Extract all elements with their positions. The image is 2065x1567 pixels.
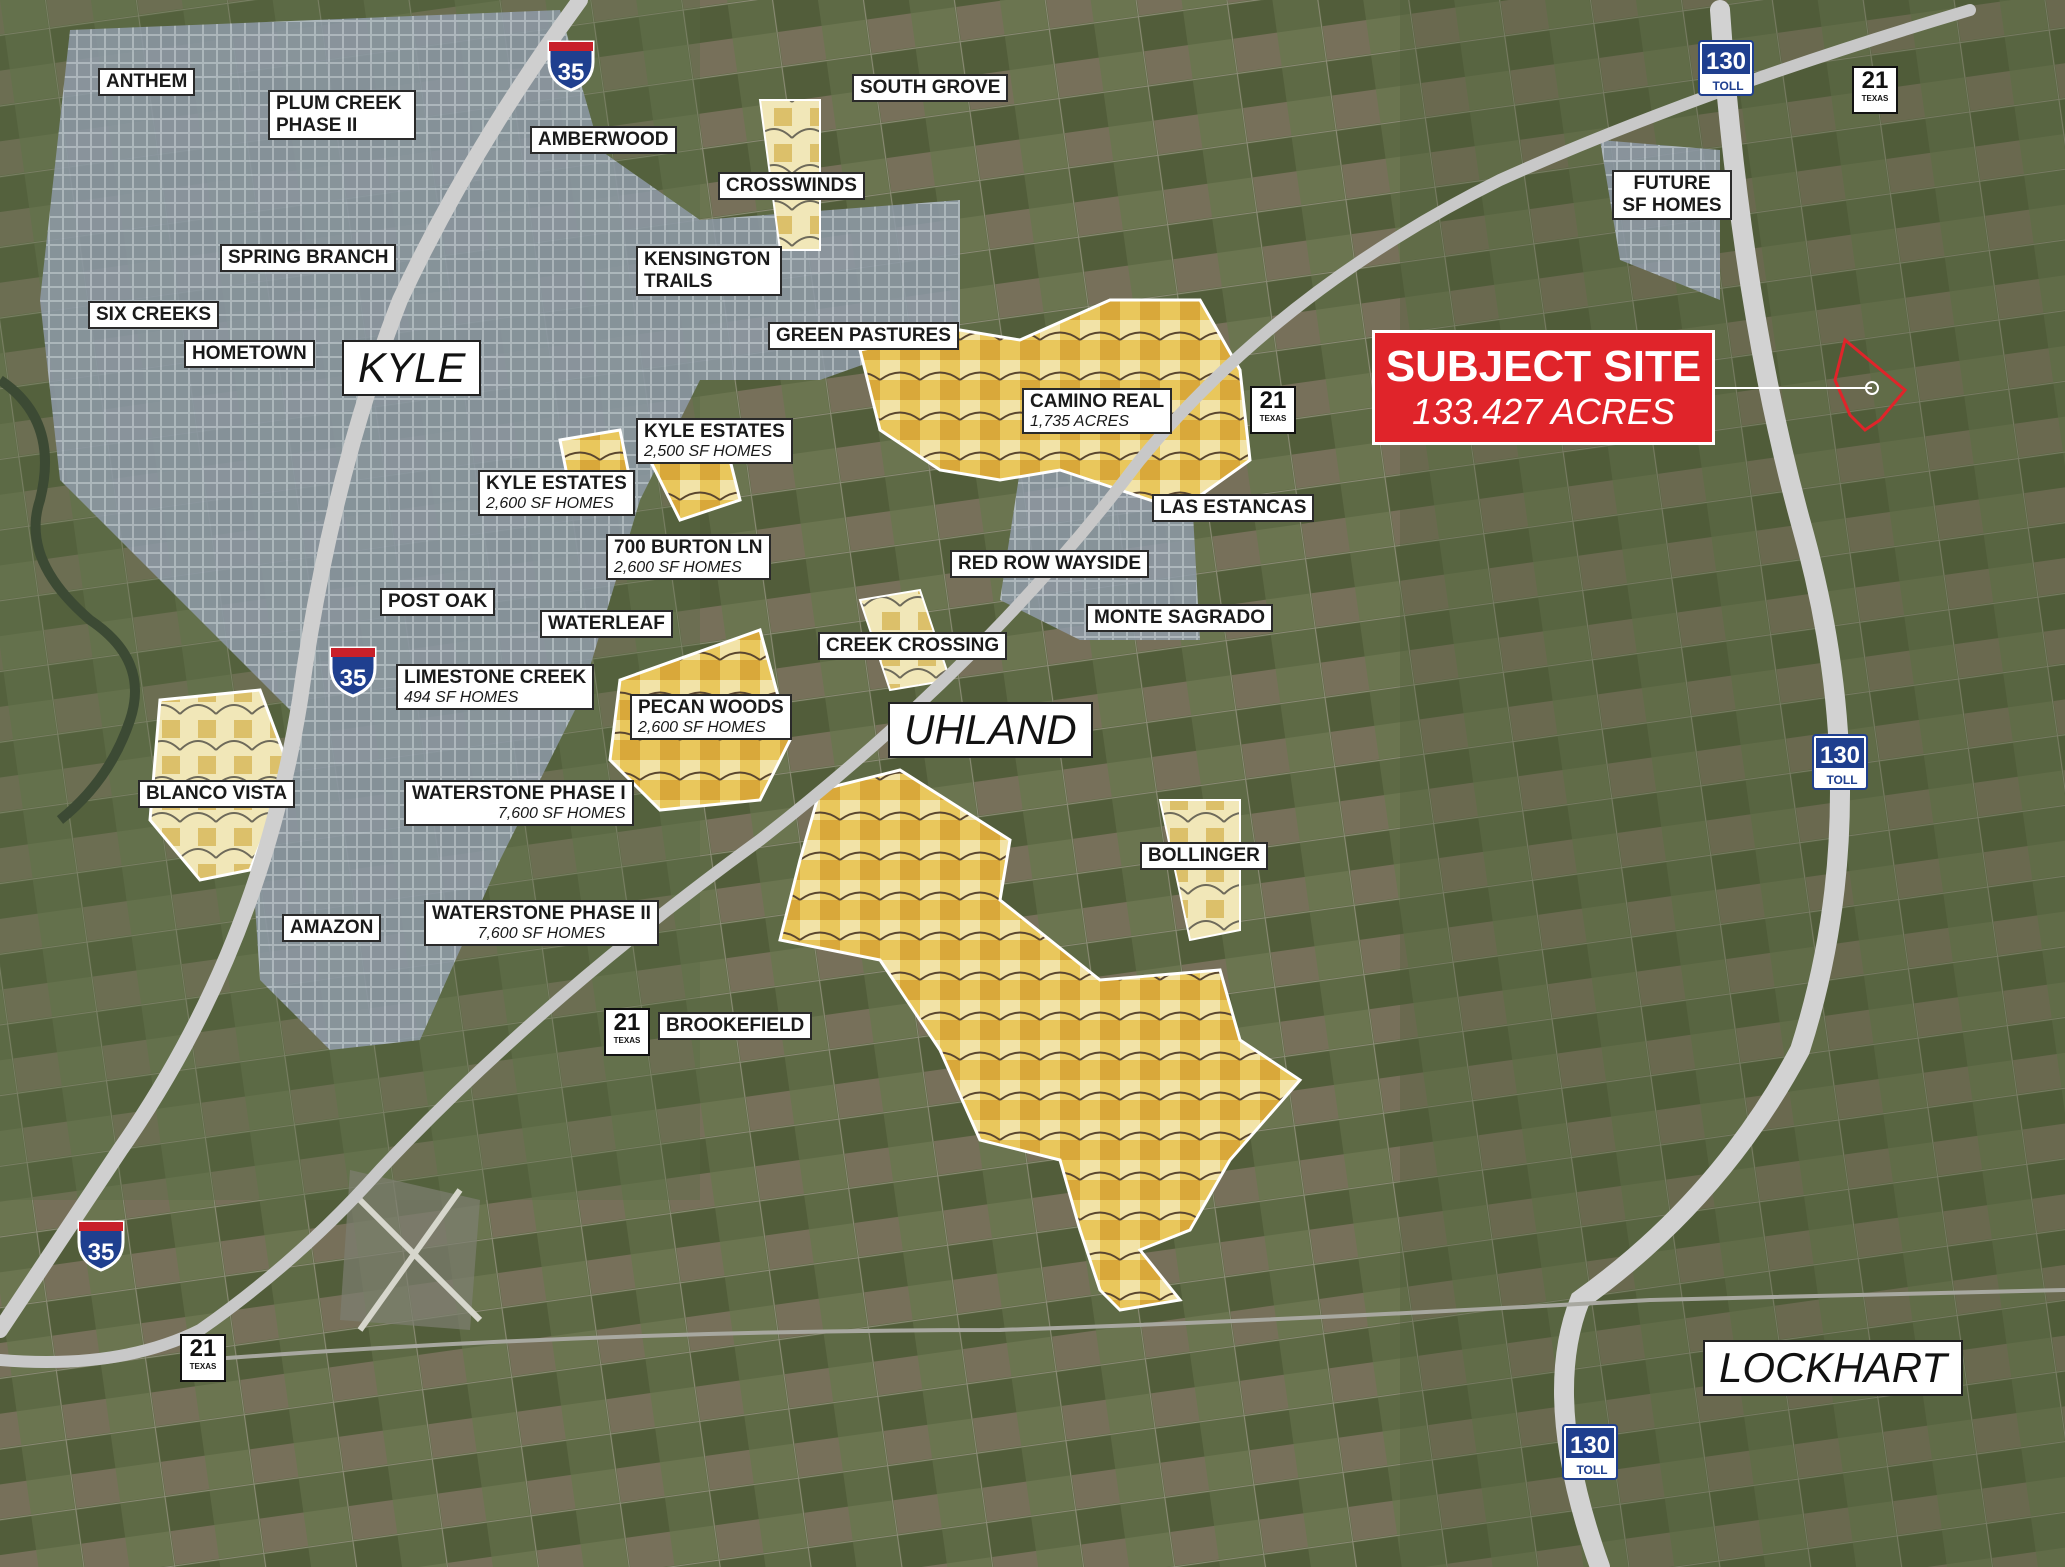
label-700-burton-ln-name: 700 BURTON LN (614, 537, 763, 558)
label-waterleaf: WATERLEAF (540, 610, 673, 638)
label-green-pastures: GREEN PASTURES (768, 322, 959, 350)
toll-label: TOLL (1826, 773, 1857, 787)
label-post-oak: POST OAK (380, 588, 496, 616)
texas-21-number: 21 (189, 1335, 217, 1362)
city-label-lockhart: LOCKHART (1703, 1340, 1963, 1396)
subject-site-acres: 133.427 ACRES (1412, 391, 1675, 432)
texas-21-shield-south: 21 TEXAS (180, 1334, 226, 1382)
toll-label: TOLL (1712, 79, 1743, 93)
city-label-uhland: UHLAND (888, 702, 1093, 758)
label-camino-real-detail: 1,735 ACRES (1030, 413, 1130, 430)
label-kyle-estates-north-detail: 2,500 SF HOMES (644, 443, 772, 460)
texas-21-number: 21 (613, 1009, 641, 1036)
label-pecan-woods: PECAN WOODS 2,600 SF HOMES (630, 694, 792, 740)
label-future-sf-homes: FUTURE SF HOMES (1612, 170, 1732, 220)
label-las-estancas: LAS ESTANCAS (1152, 494, 1315, 522)
label-anthem: ANTHEM (98, 68, 196, 96)
east-tint (1400, 0, 2065, 1567)
label-brookefield: BROOKEFIELD (658, 1012, 813, 1040)
label-waterstone-phase-1-name: WATERSTONE PHASE I (412, 783, 626, 804)
city-label-kyle: KYLE (342, 340, 482, 396)
label-pecan-woods-name: PECAN WOODS (638, 697, 784, 718)
interstate-35-number-north: 35 (558, 59, 585, 86)
label-plum-creek: PLUM CREEK PHASE II (268, 90, 416, 140)
label-red-row-wayside: RED ROW WAYSIDE (950, 550, 1149, 578)
river (0, 375, 140, 824)
label-700-burton-ln: 700 BURTON LN 2,600 SF HOMES (606, 534, 771, 580)
label-amazon: AMAZON (282, 914, 382, 942)
texas-21-number: 21 (1861, 67, 1889, 94)
label-crosswinds: CROSSWINDS (718, 172, 865, 200)
label-camino-real: CAMINO REAL 1,735 ACRES (1022, 388, 1173, 434)
label-spring-branch: SPRING BRANCH (220, 244, 397, 272)
label-limestone-creek: LIMESTONE CREEK 494 SF HOMES (396, 664, 595, 710)
label-south-grove: SOUTH GROVE (852, 74, 1009, 102)
texas-label: TEXAS (1861, 94, 1889, 103)
label-kyle-estates-south-name: KYLE ESTATES (486, 473, 627, 494)
subject-site-parcel[interactable] (1715, 337, 1908, 432)
label-waterstone-phase-2: WATERSTONE PHASE II 7,600 SF HOMES (424, 900, 659, 946)
label-six-creeks: SIX CREEKS (88, 301, 220, 329)
label-bollinger: BOLLINGER (1140, 842, 1268, 870)
state-highway-130-road (1554, 0, 1850, 1567)
interstate-35-shield-mid: 35 (328, 646, 378, 698)
interstate-35-number-mid: 35 (340, 665, 367, 692)
texas-label: TEXAS (1259, 414, 1287, 423)
label-amberwood: AMBERWOOD (530, 126, 677, 154)
texas-label: TEXAS (613, 1036, 641, 1045)
label-waterstone-phase-1-detail: 7,600 SF HOMES (497, 805, 626, 822)
label-kyle-estates-north-name: KYLE ESTATES (644, 421, 785, 442)
texas-21-shield-camino: 21 TEXAS (1250, 386, 1296, 434)
label-kensington-trails: KENSINGTON TRAILS (636, 246, 782, 296)
sh-130-number: 130 (1570, 1432, 1610, 1459)
label-creek-crossing: CREEK CROSSING (818, 632, 1008, 660)
sh-130-number: 130 (1706, 48, 1746, 75)
label-hometown: HOMETOWN (184, 340, 315, 368)
interstate-35-shield-north: 35 (546, 40, 596, 92)
texas-21-shield-brookefield: 21 TEXAS (604, 1008, 650, 1056)
label-waterstone-phase-1: WATERSTONE PHASE I 7,600 SF HOMES (404, 780, 634, 826)
interstate-35-shield-south: 35 (76, 1220, 126, 1272)
texas-label: TEXAS (189, 1362, 217, 1371)
label-kyle-estates-south: KYLE ESTATES 2,600 SF HOMES (478, 470, 635, 516)
label-700-burton-ln-detail: 2,600 SF HOMES (614, 559, 742, 576)
label-pecan-woods-detail: 2,600 SF HOMES (638, 719, 766, 736)
subject-site-callout[interactable]: SUBJECT SITE 133.427 ACRES (1372, 330, 1715, 445)
texas-21-shield-north: 21 TEXAS (1852, 66, 1898, 114)
label-limestone-creek-name: LIMESTONE CREEK (404, 667, 587, 688)
subject-site-title: SUBJECT SITE (1385, 342, 1702, 391)
label-blanco-vista: BLANCO VISTA (138, 780, 296, 808)
label-monte-sagrado: MONTE SAGRADO (1086, 604, 1273, 632)
airport (340, 1170, 483, 1332)
label-camino-real-name: CAMINO REAL (1030, 391, 1165, 412)
label-kyle-estates-north: KYLE ESTATES 2,500 SF HOMES (636, 418, 793, 464)
label-waterstone-phase-2-name: WATERSTONE PHASE II (432, 903, 651, 924)
interstate-35-number-south: 35 (88, 1239, 115, 1266)
local-road (198, 1288, 2065, 1362)
interstate-35-road (0, 0, 588, 1338)
sh-130-number: 130 (1820, 742, 1860, 769)
toll-label: TOLL (1576, 1463, 1607, 1477)
label-waterstone-phase-2-detail: 7,600 SF HOMES (477, 925, 606, 942)
state-highway-21-road (0, 4, 1976, 1368)
label-limestone-creek-detail: 494 SF HOMES (404, 689, 519, 706)
label-kyle-estates-south-detail: 2,600 SF HOMES (486, 495, 614, 512)
texas-21-number: 21 (1259, 387, 1287, 414)
